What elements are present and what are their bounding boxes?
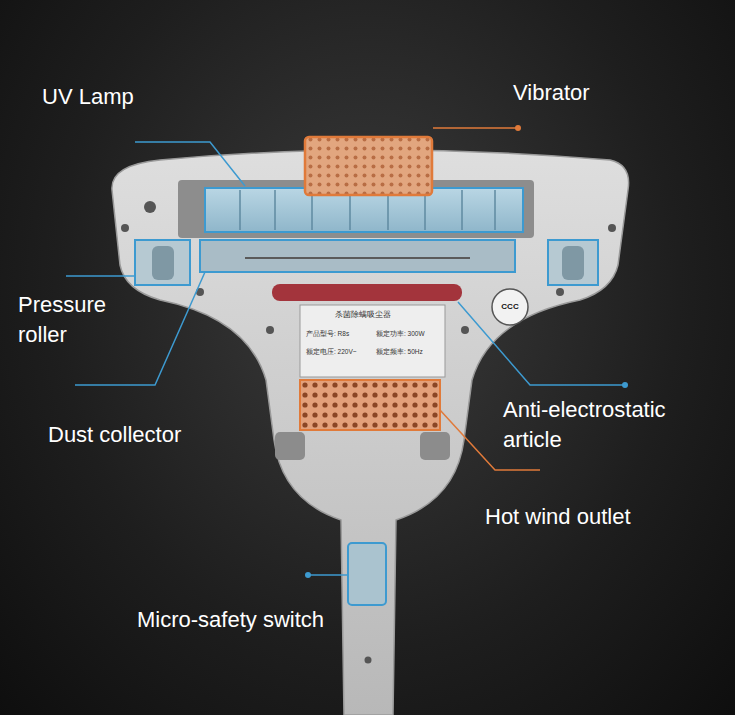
plate-text: 额定频率: 50Hz (376, 348, 423, 356)
part-label: Dust collector (48, 420, 181, 450)
micro-safety-switch (348, 543, 386, 605)
part-label: Hot wind outlet (485, 502, 631, 532)
plate-text: 额定电压: 220V~ (306, 348, 357, 356)
mark-text: CCC (501, 303, 518, 311)
part-label: Micro-safety switch (137, 605, 324, 635)
wheel (420, 432, 450, 460)
label-plate (300, 305, 445, 377)
plate-text: 杀菌除螨吸尘器 (335, 311, 391, 319)
pressure-roller (135, 240, 190, 285)
roller-wheel (562, 246, 584, 280)
anti-static-strip (272, 284, 462, 301)
vibrator (305, 137, 432, 195)
roller-wheel (152, 246, 174, 280)
hot-wind-outlet (300, 380, 440, 430)
part-label: Vibrator (513, 78, 590, 108)
dust-collector (200, 240, 515, 272)
part-label: Anti-electrostatic article (503, 395, 723, 455)
plate-text: 额定功率: 300W (376, 330, 425, 338)
part-label: Pressure roller (18, 290, 128, 350)
ccc-mark (492, 289, 528, 325)
part-label: UV Lamp (42, 82, 134, 112)
pressure-roller (548, 240, 598, 285)
slot (245, 257, 470, 259)
wheel (275, 432, 305, 460)
screw (144, 201, 156, 213)
plate-text: 产品型号: R8s (306, 330, 349, 338)
